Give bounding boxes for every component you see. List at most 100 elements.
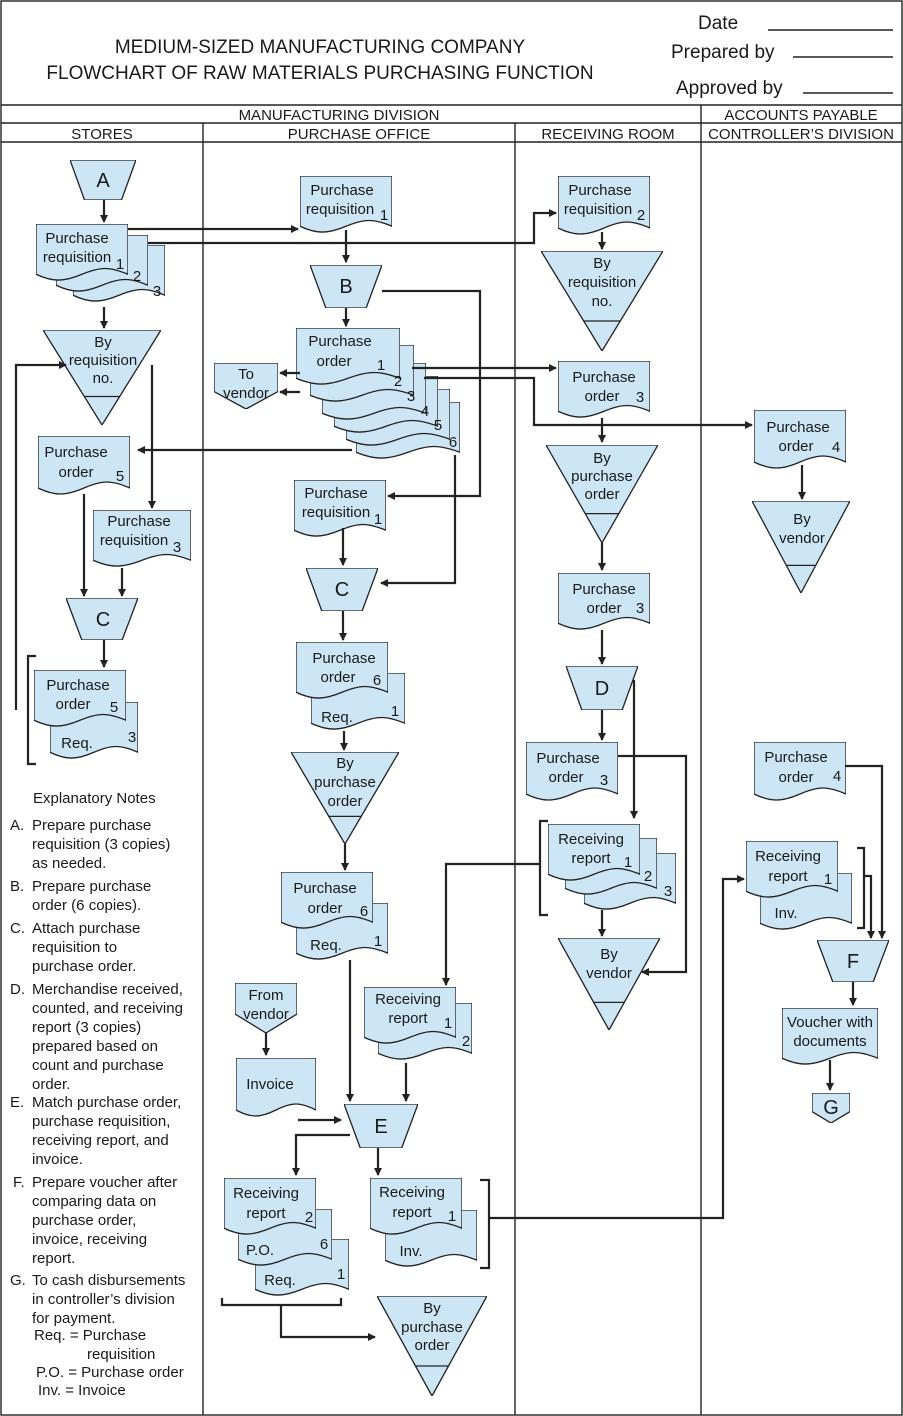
svg-text:C.: C. — [10, 920, 25, 937]
svg-text:for payment.: for payment. — [32, 1310, 115, 1327]
svg-text:G.: G. — [10, 1272, 26, 1289]
svg-text:1: 1 — [391, 703, 399, 720]
svg-text:3: 3 — [600, 772, 608, 789]
svg-text:1: 1 — [337, 1266, 345, 1283]
svg-text:purchase requisition,: purchase requisition, — [32, 1113, 170, 1130]
cd-receiving-report-with-invoice: Receiving report 1 Inv. — [746, 841, 852, 930]
rr-purchase-order-3-out: Purchase order 3 — [558, 573, 650, 630]
svg-text:6: 6 — [320, 1236, 328, 1253]
svg-text:report.: report. — [32, 1250, 75, 1267]
svg-text:D.: D. — [10, 981, 25, 998]
svg-text:G: G — [823, 1097, 839, 1119]
column-purchase-office: PURCHASE OFFICE — [288, 126, 431, 143]
title-line-1: MEDIUM-SIZED MANUFACTURING COMPANY — [115, 37, 526, 58]
cd-file-by-vendor: By vendor — [752, 501, 850, 593]
svg-text:order: order — [548, 769, 583, 786]
svg-text:Receiving: Receiving — [375, 991, 441, 1008]
po-purchase-requisition-1: Purchase requisition 1 — [300, 176, 392, 233]
svg-text:By: By — [94, 334, 112, 351]
svg-text:2: 2 — [462, 1033, 470, 1050]
svg-text:1: 1 — [448, 1208, 456, 1225]
svg-text:order: order — [584, 486, 619, 503]
explanatory-notes: Explanatory Notes A. Prepare purchase re… — [10, 790, 185, 1399]
svg-text:By: By — [600, 946, 618, 963]
svg-text:3: 3 — [173, 539, 181, 556]
svg-text:3: 3 — [407, 388, 415, 405]
po-step-b: B — [310, 265, 382, 308]
svg-text:order.: order. — [32, 1076, 70, 1093]
svg-text:3: 3 — [153, 283, 161, 300]
svg-text:requisition: requisition — [564, 201, 632, 218]
svg-text:Purchase: Purchase — [572, 369, 635, 386]
svg-text:requisition: requisition — [43, 249, 111, 266]
svg-text:Req.: Req. — [61, 735, 93, 752]
svg-text:Prepare voucher after: Prepare voucher after — [32, 1174, 177, 1191]
column-controllers-division: CONTROLLER’S DIVISION — [708, 126, 894, 143]
svg-text:Explanatory Notes: Explanatory Notes — [33, 790, 156, 807]
svg-text:Prepare purchase: Prepare purchase — [32, 878, 151, 895]
svg-text:2: 2 — [394, 373, 402, 390]
svg-text:requisition: requisition — [568, 274, 636, 291]
svg-text:Req.: Req. — [310, 937, 342, 954]
svg-text:E.: E. — [10, 1094, 24, 1111]
svg-text:3: 3 — [664, 883, 672, 900]
cd-step-f: F — [817, 940, 889, 982]
po-file-by-purchase-order: By purchase order — [291, 752, 399, 844]
svg-text:order: order — [584, 388, 619, 405]
svg-text:C: C — [335, 579, 349, 601]
svg-text:Purchase: Purchase — [308, 333, 371, 350]
svg-text:P.O. = Purchase order: P.O. = Purchase order — [36, 1364, 184, 1381]
svg-text:Prepare purchase: Prepare purchase — [32, 817, 151, 834]
svg-text:5: 5 — [116, 468, 124, 485]
svg-text:as needed.: as needed. — [32, 855, 106, 872]
column-stores: STORES — [71, 126, 132, 143]
rr-file-by-requisition: By requisition no. — [541, 251, 663, 351]
svg-text:6: 6 — [449, 434, 457, 451]
svg-text:A.: A. — [10, 817, 24, 834]
svg-text:6: 6 — [360, 903, 368, 920]
svg-text:Purchase: Purchase — [44, 444, 107, 461]
svg-text:invoice, receiving: invoice, receiving — [32, 1231, 147, 1248]
svg-text:report: report — [768, 868, 808, 885]
svg-text:vendor: vendor — [243, 1006, 289, 1023]
svg-text:Purchase: Purchase — [46, 677, 109, 694]
svg-text:Purchase: Purchase — [312, 650, 375, 667]
approved-by-label: Approved by — [676, 78, 783, 99]
svg-text:To cash disbursements: To cash disbursements — [32, 1272, 185, 1289]
po-step-e: E — [344, 1104, 418, 1148]
end-g-offpage: G — [812, 1093, 850, 1123]
svg-text:Req.: Req. — [264, 1272, 296, 1289]
svg-text:E: E — [374, 1116, 387, 1138]
svg-text:order: order — [414, 1337, 449, 1354]
rr-purchase-order-3-in: Purchase order 3 — [558, 361, 650, 418]
svg-text:1: 1 — [380, 207, 388, 224]
svg-text:B: B — [339, 276, 352, 298]
rr-file-by-purchase-order: By purchase order — [546, 445, 658, 543]
svg-text:Attach purchase: Attach purchase — [32, 920, 140, 937]
svg-text:By: By — [593, 450, 611, 467]
svg-text:Purchase: Purchase — [764, 749, 827, 766]
stores-column: A Purchase requisition 1 2 3 By requisit… — [26, 160, 191, 766]
svg-text:order: order — [58, 464, 93, 481]
svg-text:Invoice: Invoice — [246, 1076, 294, 1093]
rr-purchase-requisition-2: Purchase requisition 2 — [558, 176, 650, 235]
svg-text:report (3 copies): report (3 copies) — [32, 1019, 141, 1036]
svg-text:order: order — [55, 696, 90, 713]
svg-text:Match purchase order,: Match purchase order, — [32, 1094, 181, 1111]
svg-text:purchase order,: purchase order, — [32, 1212, 136, 1229]
svg-text:requisition to: requisition to — [32, 939, 117, 956]
po-purchase-requisition-1-filed: Purchase requisition 1 — [294, 480, 386, 537]
po-rr1-inv-set: Receiving report 1 Inv. — [370, 1178, 477, 1267]
svg-text:D: D — [595, 678, 609, 700]
svg-text:order: order — [307, 900, 342, 917]
svg-text:5: 5 — [110, 699, 118, 716]
to-vendor-offpage: To vendor — [214, 363, 278, 409]
svg-text:A: A — [96, 170, 110, 192]
invoice-document: Invoice — [236, 1058, 316, 1117]
svg-text:Purchase: Purchase — [766, 419, 829, 436]
svg-text:4: 4 — [421, 403, 429, 420]
start-a: A — [70, 160, 136, 200]
svg-text:no.: no. — [93, 370, 114, 387]
rr-step-d: D — [566, 666, 638, 710]
svg-text:4: 4 — [832, 439, 840, 456]
